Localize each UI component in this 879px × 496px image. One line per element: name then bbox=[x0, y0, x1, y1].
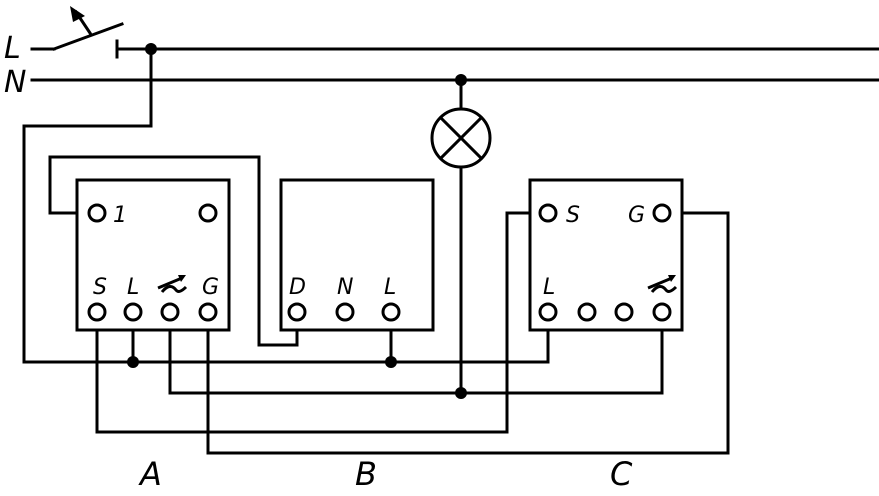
junction-nodes bbox=[127, 43, 467, 399]
dimmer-icon bbox=[647, 275, 678, 293]
module-c: S G L bbox=[528, 178, 684, 332]
module-b-n-label: N bbox=[337, 275, 353, 300]
module-c-caption: C bbox=[610, 455, 633, 493]
neutral-line-label: N bbox=[4, 65, 26, 100]
module-a-g-label: G bbox=[202, 275, 219, 300]
module-a-l-label: L bbox=[127, 275, 139, 300]
module-c-l-label: L bbox=[543, 275, 555, 300]
module-b-d-label: D bbox=[289, 275, 306, 300]
module-b: D N L bbox=[279, 178, 435, 332]
phase-line-label: L bbox=[4, 31, 21, 66]
dimmer-icon bbox=[157, 275, 188, 293]
module-a-top-label: 1 bbox=[113, 203, 127, 228]
module-b-caption: B bbox=[355, 455, 377, 493]
module-a-caption: A bbox=[138, 455, 162, 493]
main-switch-icon bbox=[30, 6, 124, 59]
lamp-icon bbox=[430, 107, 492, 169]
module-b-l-label: L bbox=[384, 275, 396, 300]
module-a-s-label: S bbox=[93, 275, 107, 300]
module-c-s-label: S bbox=[566, 203, 580, 228]
module-a: 1 S L G bbox=[75, 178, 231, 332]
module-c-g-label: G bbox=[628, 203, 645, 228]
